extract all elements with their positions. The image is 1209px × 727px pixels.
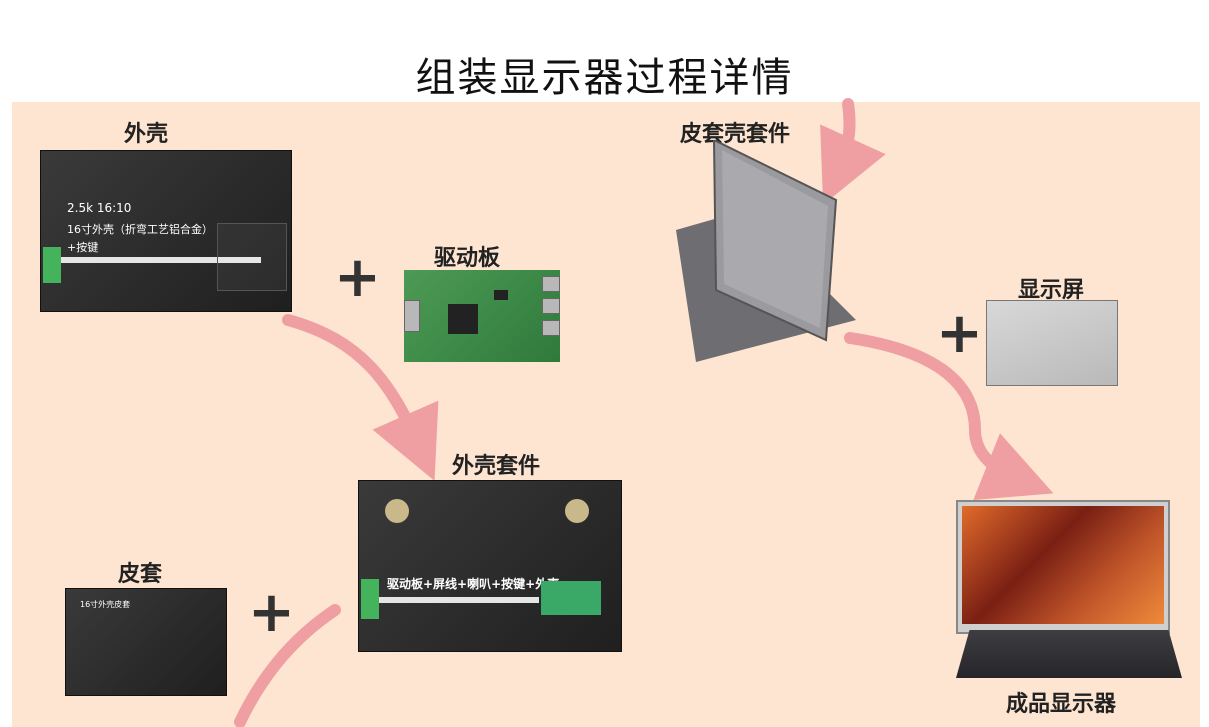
display-panel-photo [986, 300, 1118, 386]
leather-shell-kit-photo [676, 140, 856, 362]
shell-photo: 2.5k 16:10 16寸外壳（折弯工艺铝合金） +按键 [40, 150, 292, 312]
shell-kit-ribbon-cable [379, 597, 539, 603]
shell-green-board [43, 247, 61, 283]
leather-shell-kit-drawing [676, 140, 856, 362]
speaker-right [565, 499, 589, 523]
shell-kit-green-board [361, 579, 379, 619]
plus-sign-1: + [334, 245, 381, 310]
label-shell: 外壳 [124, 122, 169, 147]
leather-case-caption: 16寸外壳皮套 [80, 600, 131, 609]
label-shell-kit: 外壳套件 [452, 454, 541, 479]
driver-board-port-1 [542, 276, 560, 292]
label-leather-shell-kit: 皮套壳套件 [680, 122, 791, 147]
label-display-panel: 显示屏 [1018, 278, 1085, 303]
label-driver-board: 驱动板 [434, 246, 501, 271]
finished-monitor-bezel [956, 500, 1170, 634]
shell-ribbon-cable [61, 257, 261, 263]
shell-kit-photo: 驱动板+屏线+喇叭+按键+外壳 [358, 480, 622, 652]
speaker-left [385, 499, 409, 523]
finished-monitor-stand [956, 630, 1182, 678]
driver-board-connector [404, 300, 420, 332]
shell-kit-driver-board [541, 581, 601, 615]
shell-bracket [217, 223, 287, 291]
finished-monitor-screen [962, 506, 1164, 624]
finished-monitor-photo [956, 500, 1186, 680]
shell-kit-caption: 驱动板+屏线+喇叭+按键+外壳 [387, 577, 560, 591]
driver-board-chip-small [494, 290, 508, 300]
driver-board-port-3 [542, 320, 560, 336]
shell-spec-line3: +按键 [67, 241, 99, 254]
shell-spec-line2: 16寸外壳（折弯工艺铝合金） [67, 223, 213, 236]
label-finished-monitor: 成品显示器 [1006, 692, 1117, 717]
driver-board-photo [404, 270, 560, 362]
shell-spec-line1: 2.5k 16:10 [67, 201, 132, 215]
plus-sign-3: + [936, 301, 983, 366]
plus-sign-2: + [248, 580, 295, 645]
leather-case-photo: 16寸外壳皮套 [65, 588, 227, 696]
driver-board-port-2 [542, 298, 560, 314]
page-title: 组装显示器过程详情 [415, 54, 794, 101]
driver-board-chip [448, 304, 478, 334]
label-leather-case: 皮套 [118, 562, 163, 587]
